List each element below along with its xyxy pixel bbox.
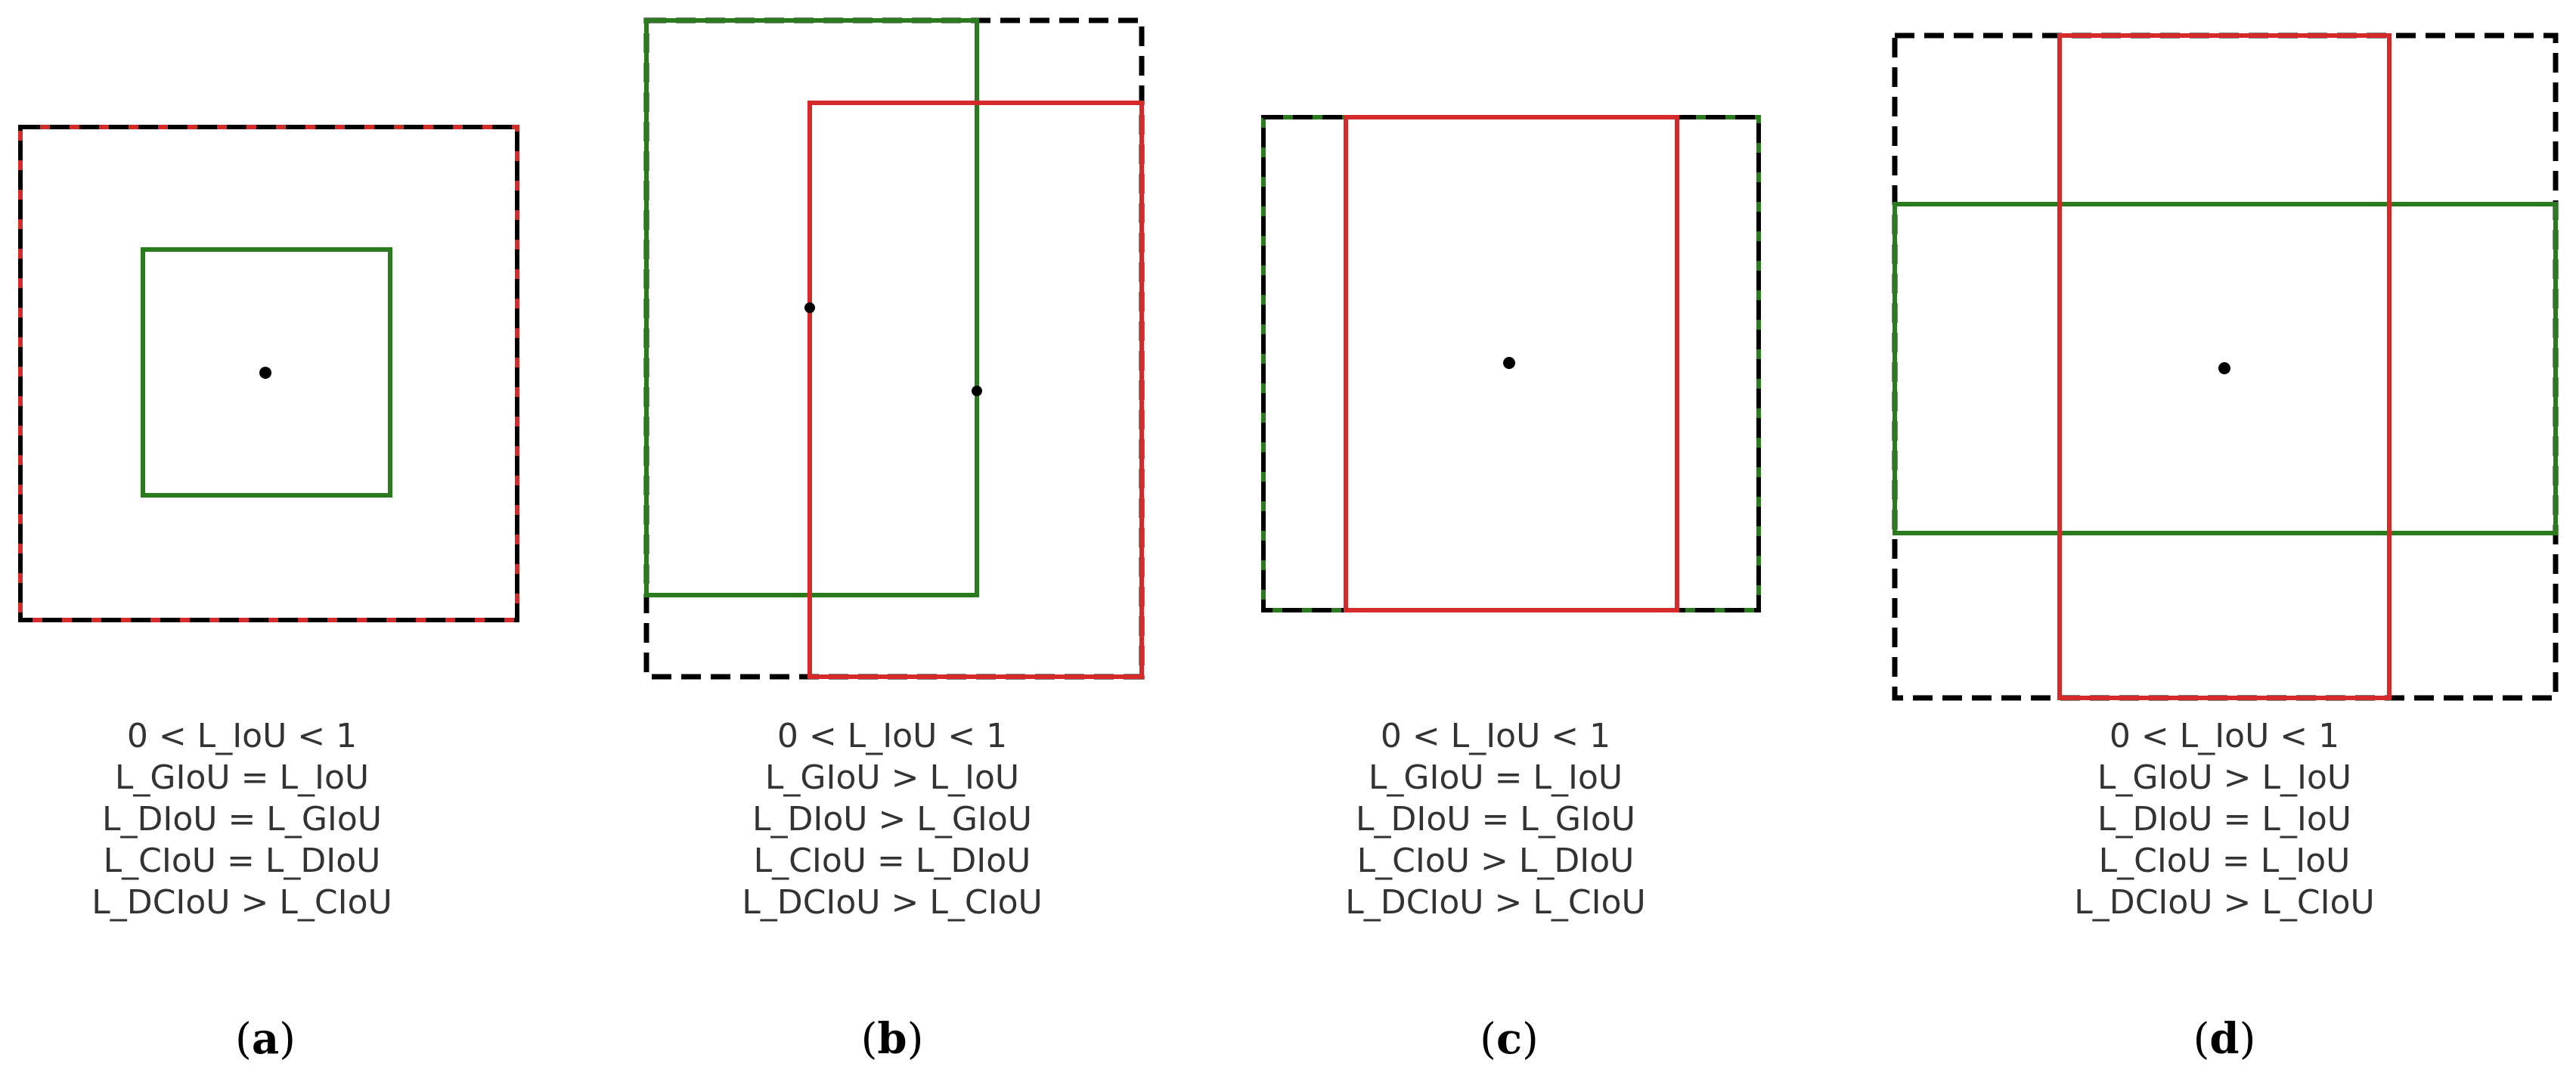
panel-a-relation: L_DIoU = L_GIoU <box>102 800 382 839</box>
panel-b-relation: L_CIoU = L_DIoU <box>754 842 1031 880</box>
panel-a-relation: L_DCIoU > L_CIoU <box>91 883 392 922</box>
panel-c-ground-truth-box <box>1344 115 1679 612</box>
panel-b: 0 < L_IoU < 1 L_GIoU > L_IoU L_DIoU > L_… <box>643 17 1145 1064</box>
panel-c: 0 < L_IoU < 1 L_GIoU = L_IoU L_DIoU = L_… <box>1261 115 1761 1064</box>
panel-d-caption: (d) <box>2193 1014 2256 1064</box>
panel-a-relations: 0 < L_IoU < 1 L_GIoU = L_IoU L_DIoU = L_… <box>91 717 392 922</box>
panel-c-center-point <box>1503 357 1515 369</box>
panel-a-predicted-box <box>141 247 392 498</box>
panel-d-center-point <box>2218 362 2230 374</box>
panel-d-ground-truth-box <box>2057 33 2392 700</box>
panel-b-ground-truth-box <box>808 101 1144 679</box>
panel-b-predicted-center <box>972 386 982 396</box>
panel-a-center-point <box>259 367 271 379</box>
panel-d-relations: 0 < L_IoU < 1 L_GIoU > L_IoU L_DIoU = L_… <box>2074 717 2374 922</box>
panel-a-relation: L_CIoU = L_DIoU <box>104 842 381 880</box>
panel-b-relation: L_DIoU > L_GIoU <box>752 800 1032 839</box>
panel-a-relation: L_GIoU = L_IoU <box>115 758 369 797</box>
panel-c-relation: L_GIoU = L_IoU <box>1369 758 1623 797</box>
panel-d-relation: L_GIoU > L_IoU <box>2097 758 2351 797</box>
panel-b-relation: L_DCIoU > L_CIoU <box>742 883 1042 922</box>
panel-d-relation: L_DCIoU > L_CIoU <box>2074 883 2374 922</box>
panel-b-enclosing-box <box>643 17 1145 680</box>
panel-a-caption: (a) <box>235 1014 296 1064</box>
panel-a: 0 < L_IoU < 1 L_GIoU = L_IoU L_DIoU = L_… <box>18 125 519 1064</box>
panel-c-caption: (c) <box>1480 1014 1539 1064</box>
panel-b-relation: 0 < L_IoU < 1 <box>777 717 1007 755</box>
panel-c-relation: 0 < L_IoU < 1 <box>1381 717 1610 755</box>
panel-c-relation: L_CIoU > L_DIoU <box>1357 842 1635 880</box>
panel-c-relation: L_DIoU = L_GIoU <box>1356 800 1635 839</box>
panel-d-predicted-box <box>1892 202 2558 535</box>
panel-b-relations: 0 < L_IoU < 1 L_GIoU > L_IoU L_DIoU > L_… <box>742 717 1042 922</box>
panel-d-relation: L_CIoU = L_IoU <box>2099 842 2351 880</box>
panel-b-ground-truth-center <box>804 302 815 313</box>
panel-d-relation: 0 < L_IoU < 1 <box>2109 717 2339 755</box>
panel-d-relation: L_DIoU = L_IoU <box>2097 800 2351 839</box>
panel-b-caption: (b) <box>861 1014 924 1064</box>
panel-d: 0 < L_IoU < 1 L_GIoU > L_IoU L_DIoU = L_… <box>1892 33 2559 1064</box>
panel-a-relation: 0 < L_IoU < 1 <box>127 717 357 755</box>
panel-a-enclosing-box <box>18 125 519 622</box>
panel-c-relations: 0 < L_IoU < 1 L_GIoU = L_IoU L_DIoU = L_… <box>1345 717 1645 922</box>
panel-c-relation: L_DCIoU > L_CIoU <box>1345 883 1645 922</box>
panel-b-relation: L_GIoU > L_IoU <box>765 758 1019 797</box>
